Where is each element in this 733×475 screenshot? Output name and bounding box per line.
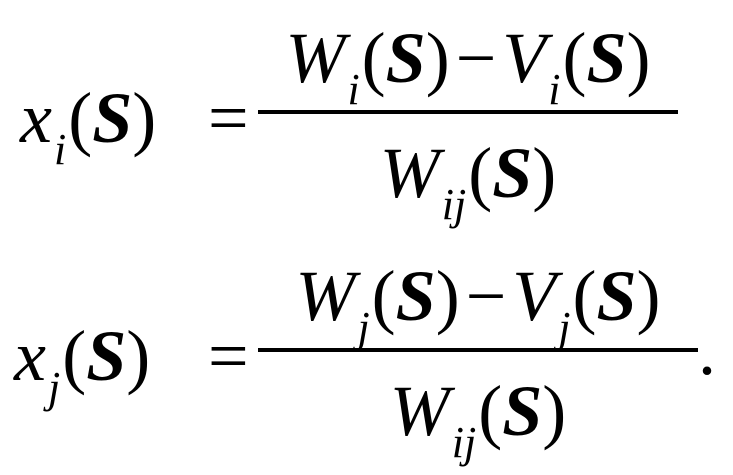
eq1-den-paren-open: ( [468, 133, 493, 213]
eq1-num-w-sub: i [347, 65, 360, 114]
eq1-equals: = [208, 78, 249, 158]
eq2-numerator: Wj(S)−Vj(S) [258, 256, 698, 352]
eq2-lhs-var: x [14, 316, 46, 396]
equation-xi: xi(S) = Wi(S)−Vi(S) Wij(S) [0, 8, 733, 233]
eq1-lhs-var: x [20, 78, 52, 158]
eq2-lhs-paren-open: ( [62, 316, 87, 396]
eq1-num-w: W [285, 18, 346, 98]
eq1-den-paren-close: ) [532, 133, 557, 213]
eq2-num-w-sub: j [357, 303, 370, 352]
eq2-lhs-sub: j [47, 363, 61, 412]
eq1-lhs: xi(S) [20, 78, 157, 174]
eq1-num-paren-open-2: ( [562, 18, 587, 98]
eq2-num-v-sub: j [558, 303, 571, 352]
eq2-num-paren-open-1: ( [371, 256, 396, 336]
eq2-den-paren-close: ) [542, 371, 567, 451]
eq2-lhs: xj(S) [14, 316, 151, 412]
eq2-fraction: Wj(S)−Vj(S) Wij(S) [258, 246, 698, 471]
eq2-minus: − [465, 256, 507, 336]
eq1-den-sub: ij [441, 180, 467, 229]
eq1-num-paren-close-2: ) [626, 18, 651, 98]
eq1-lhs-arg: S [92, 78, 133, 158]
eq1-num-v-sub: i [548, 65, 561, 114]
eq1-num-paren-close-1: ) [425, 18, 450, 98]
eq1-lhs-sub: i [53, 125, 67, 174]
eq2-fraction-bar [258, 348, 698, 352]
eq1-den-arg: S [492, 133, 533, 213]
eq2-num-paren-close-1: ) [435, 256, 460, 336]
eq2-num-arg-2: S [596, 256, 637, 336]
eq1-lhs-paren-close: ) [132, 78, 157, 158]
eq2-lhs-arg: S [86, 316, 127, 396]
eq2-num-paren-close-2: ) [636, 256, 661, 336]
eq2-num-w: W [295, 256, 356, 336]
eq1-minus: − [455, 18, 497, 98]
eq2-period: . [698, 310, 716, 390]
eq1-num-paren-open-1: ( [361, 18, 386, 98]
eq2-num-paren-open-2: ( [572, 256, 597, 336]
eq2-den-w: W [389, 371, 450, 451]
eq2-num-arg-1: S [395, 256, 436, 336]
eq1-num-arg-2: S [586, 18, 627, 98]
eq2-num-v: V [512, 256, 557, 336]
eq2-lhs-paren-close: ) [126, 316, 151, 396]
equation-xj: xj(S) = Wj(S)−Vj(S) Wij(S) [0, 246, 733, 471]
eq1-fraction: Wi(S)−Vi(S) Wij(S) [258, 8, 678, 233]
eq1-num-arg-1: S [385, 18, 426, 98]
eq1-lhs-paren-open: ( [68, 78, 93, 158]
eq1-num-v: V [502, 18, 547, 98]
eq2-den-paren-open: ( [478, 371, 503, 451]
eq1-fraction-bar [258, 110, 678, 114]
eq1-denominator: Wij(S) [258, 133, 678, 229]
eq2-denominator: Wij(S) [258, 371, 698, 467]
eq2-den-arg: S [502, 371, 543, 451]
eq2-den-sub: ij [451, 418, 477, 467]
eq1-den-w: W [379, 133, 440, 213]
eq2-equals: = [208, 316, 249, 396]
eq1-numerator: Wi(S)−Vi(S) [258, 18, 678, 114]
